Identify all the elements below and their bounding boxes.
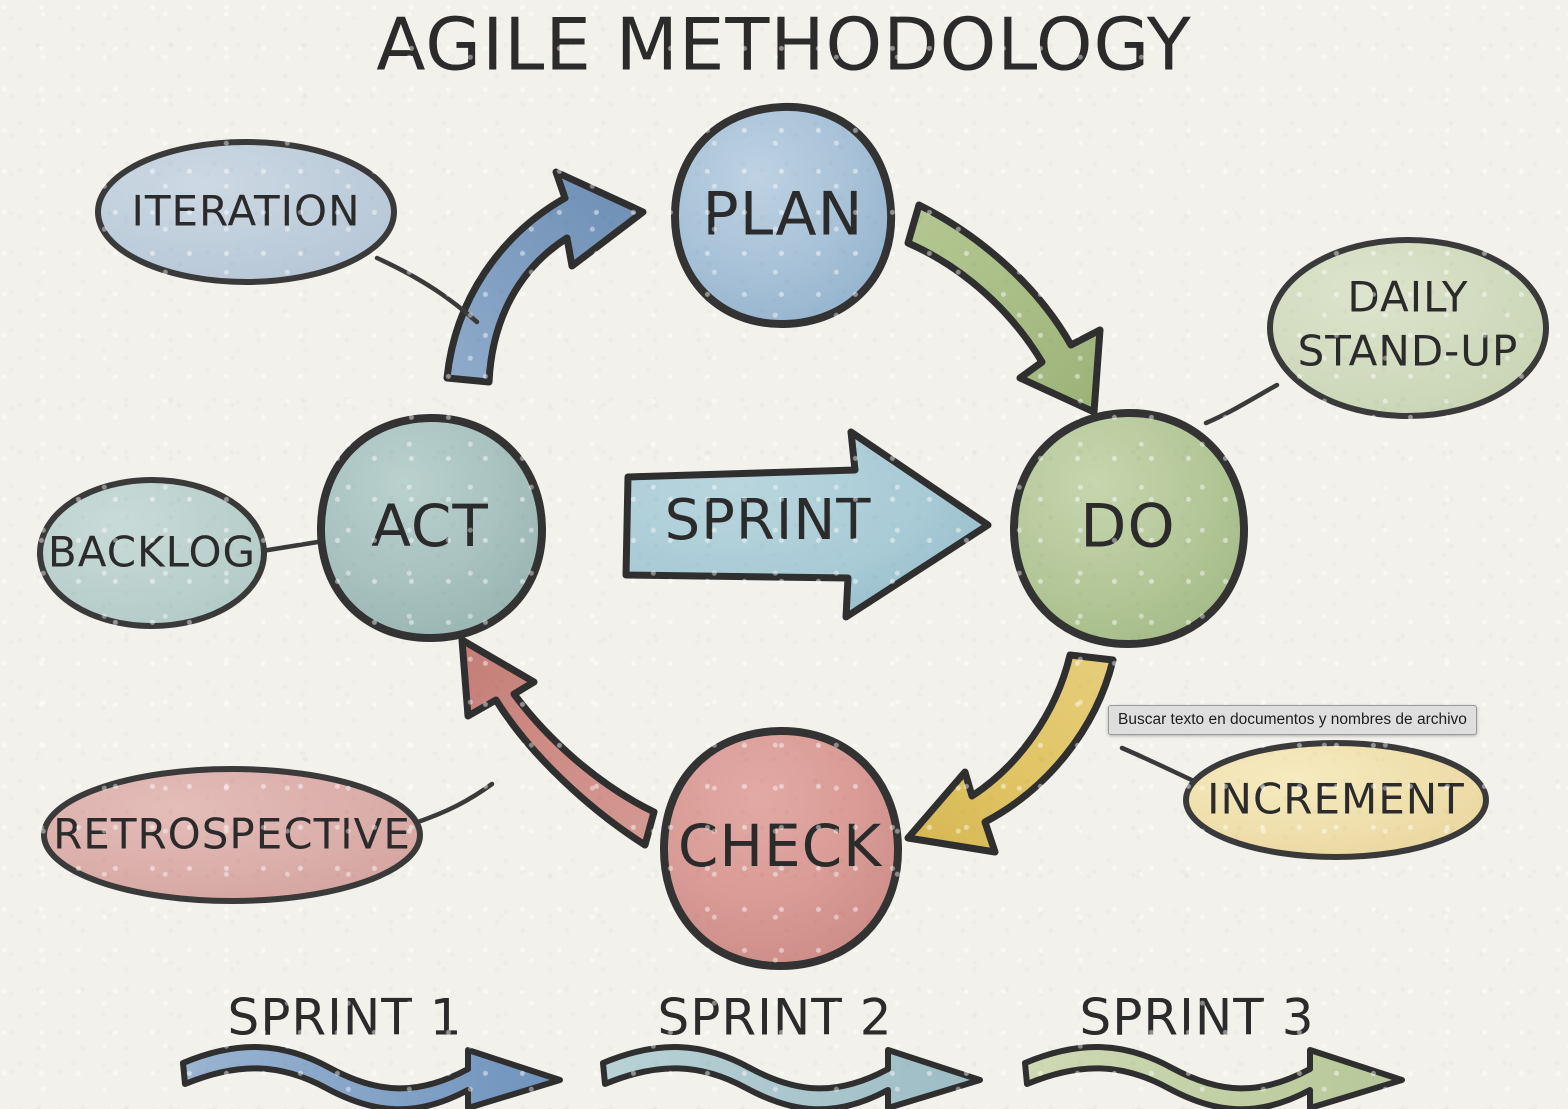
timeline-sprint-3-label: SPRINT 3 [1079, 989, 1314, 1047]
callout-daily-standup-line2: STAND-UP [1298, 327, 1519, 376]
cycle-node-do[interactable]: DO [1009, 408, 1249, 648]
arrow-plan-to-do [904, 201, 1104, 416]
connector-backlog [259, 538, 327, 554]
arrow-do-to-check [904, 651, 1117, 856]
timeline-sprint-2[interactable]: SPRINT 2 [600, 989, 983, 1109]
sprint-arrow-label: SPRINT [665, 488, 872, 553]
callout-daily-standup[interactable]: DAILY STAND-UP [1267, 237, 1549, 419]
callout-iteration-label: ITERATION [131, 187, 360, 236]
cycle-node-check[interactable]: CHECK [659, 726, 903, 970]
cycle-node-plan[interactable]: PLAN [670, 102, 896, 329]
cycle-node-check-label: CHECK [678, 812, 883, 880]
cycle-node-act[interactable]: ACT [316, 413, 547, 642]
cycle-node-act-label: ACT [371, 492, 489, 560]
timeline-sprint-1[interactable]: SPRINT 1 [180, 989, 563, 1109]
arrow-check-to-act [458, 636, 658, 849]
cycle-node-do-label: DO [1080, 492, 1175, 562]
connector-iteration [374, 255, 480, 325]
search-tooltip: Buscar texto en documentos y nombres de … [1108, 705, 1477, 736]
connector-daily-standup [1203, 382, 1280, 426]
timeline-sprint-3[interactable]: SPRINT 3 [1022, 989, 1405, 1109]
callout-connectors [259, 255, 1280, 827]
timeline-sprint-1-label: SPRINT 1 [227, 989, 462, 1047]
callout-retrospective-label: RETROSPECTIVE [53, 810, 411, 859]
arrow-act-to-plan [443, 168, 647, 386]
callout-backlog[interactable]: BACKLOG [37, 477, 267, 629]
cycle-node-plan-label: PLAN [703, 180, 864, 250]
page-title: AGILE METHODOLOGY [376, 3, 1191, 87]
connector-increment [1119, 745, 1199, 785]
timeline-sprint-2-label: SPRINT 2 [657, 989, 892, 1047]
callout-retrospective[interactable]: RETROSPECTIVE [41, 766, 423, 904]
callout-increment[interactable]: INCREMENT [1183, 740, 1489, 860]
callout-iteration[interactable]: ITERATION [95, 139, 397, 285]
connector-retrospective [409, 781, 495, 827]
callout-backlog-label: BACKLOG [48, 528, 256, 577]
callout-daily-standup-line1: DAILY [1347, 273, 1468, 322]
callout-increment-label: INCREMENT [1207, 775, 1465, 824]
sprint-arrow: SPRINT [622, 428, 992, 621]
